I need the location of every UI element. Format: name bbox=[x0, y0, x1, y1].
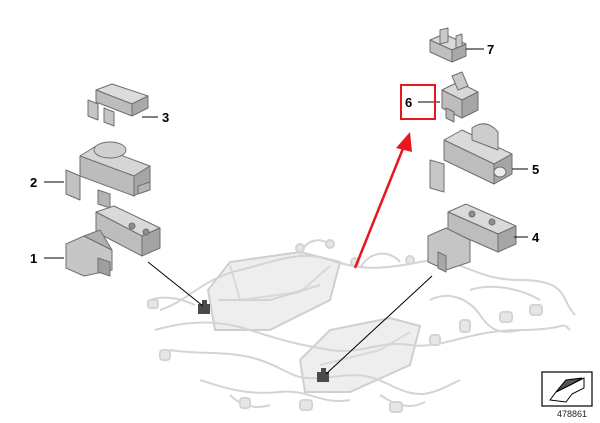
location-marker-right bbox=[317, 368, 329, 382]
callout-number-1: 1 bbox=[30, 251, 38, 266]
part-7-bracket bbox=[429, 27, 467, 63]
arrow-view-icon bbox=[541, 371, 593, 407]
document-number: 478861 bbox=[557, 409, 588, 419]
part-2-bracket bbox=[65, 141, 151, 209]
callout-number-2: 2 bbox=[30, 175, 38, 190]
red-pointer-arrow bbox=[353, 132, 412, 269]
engine-harness-background bbox=[147, 239, 576, 413]
callout-number-6: 6 bbox=[405, 95, 413, 110]
callout-6-highlight-box bbox=[400, 84, 436, 120]
callout-number-4: 4 bbox=[532, 230, 540, 245]
callout-number-3: 3 bbox=[162, 110, 170, 125]
callout-number-5: 5 bbox=[532, 162, 540, 177]
part-6-bracket bbox=[441, 71, 479, 123]
part-5-bracket bbox=[429, 123, 513, 193]
location-marker-left bbox=[198, 300, 210, 314]
part-4-bracket bbox=[427, 203, 517, 273]
part-3-bracket bbox=[87, 83, 149, 127]
part-1-bracket bbox=[65, 205, 161, 277]
leader-line-part-4 bbox=[325, 275, 433, 375]
callout-number-7: 7 bbox=[487, 42, 495, 57]
leader-line-part-1 bbox=[147, 261, 204, 307]
